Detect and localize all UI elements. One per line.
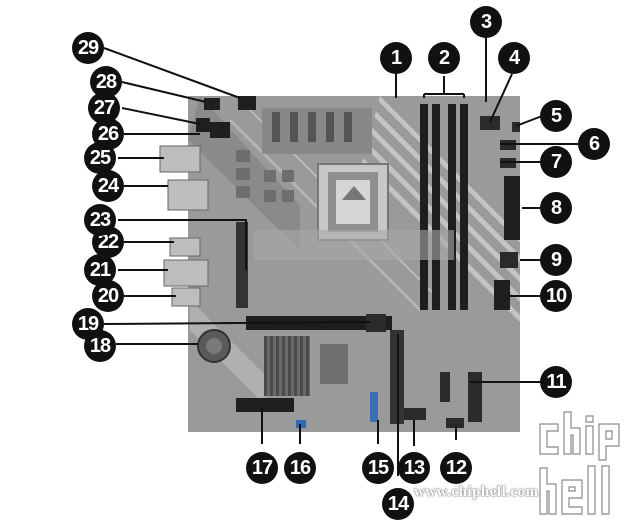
callout-3: 3 (470, 6, 502, 38)
cpu-socket (317, 163, 389, 241)
callout-9: 9 (540, 244, 572, 276)
callout-17: 17 (246, 452, 278, 484)
callout-19: 19 (72, 308, 104, 340)
callout-28: 28 (90, 66, 122, 98)
callout-29: 29 (72, 32, 104, 64)
chiphell-watermark-logo (539, 411, 620, 515)
callout-6: 6 (578, 128, 610, 160)
callout-14: 14 (382, 488, 414, 520)
callout-5: 5 (540, 100, 572, 132)
callout-15: 15 (362, 452, 394, 484)
callout-23: 23 (84, 204, 116, 236)
callout-12: 12 (440, 452, 472, 484)
callout-4: 4 (498, 42, 530, 74)
callout-16: 16 (284, 452, 316, 484)
callout-20: 20 (92, 280, 124, 312)
leader-lines (103, 36, 578, 476)
callout-24: 24 (92, 170, 124, 202)
callout-21: 21 (84, 254, 116, 286)
callout-2: 2 (428, 42, 460, 74)
callout-13: 13 (398, 452, 430, 484)
callout-7: 7 (540, 146, 572, 178)
dimm-slots (420, 104, 468, 310)
vrm-area (236, 108, 372, 202)
top-left-headers (196, 96, 256, 138)
callout-10: 10 (540, 280, 572, 312)
callout-1: 1 (380, 42, 412, 74)
callout-11: 11 (540, 366, 572, 398)
callout-8: 8 (540, 192, 572, 224)
watermark-url: www.chiphell.com (414, 484, 539, 500)
chipset-area (197, 329, 348, 428)
